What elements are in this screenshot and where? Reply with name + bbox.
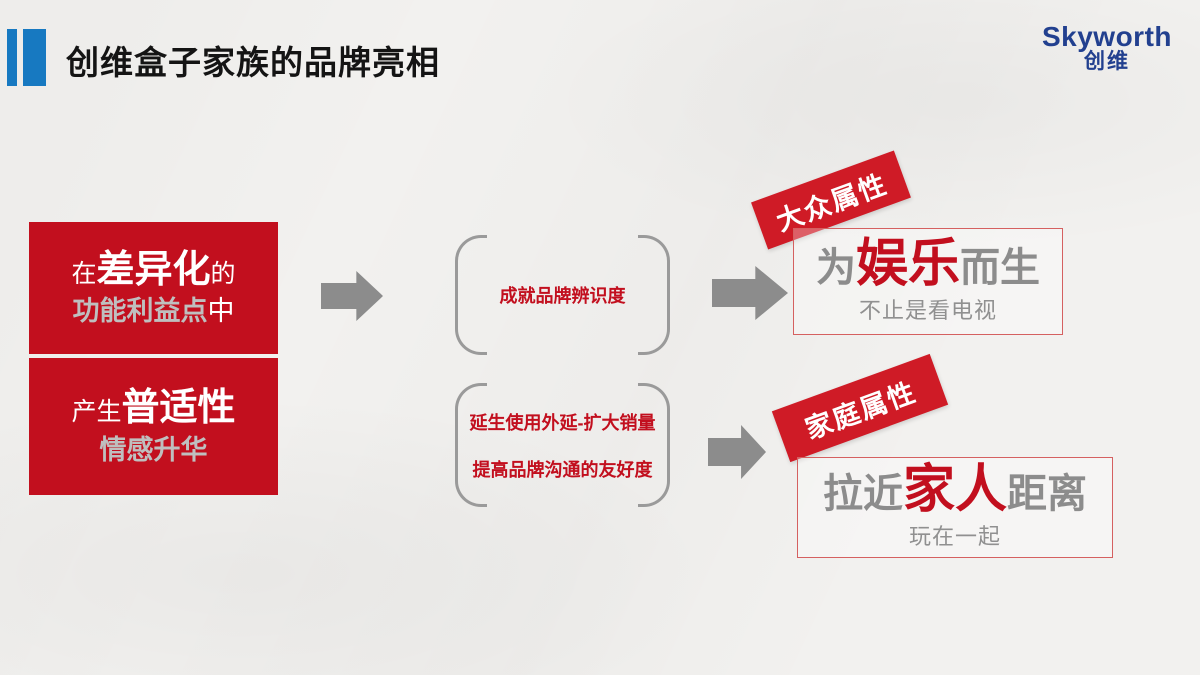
result-box-family: 拉近家人距离 玩在一起 — [797, 457, 1113, 558]
result-1-prefix: 为 — [815, 246, 856, 290]
right-arrow-icon — [712, 266, 788, 320]
cause-2-keyword: 普适性 — [121, 387, 236, 430]
result-2-prefix: 拉近 — [822, 472, 903, 516]
bridge-text-2-line-1: 延生使用外延-扩大销量 — [469, 412, 656, 433]
bracket-left-glyph — [455, 383, 487, 507]
right-arrow-icon — [708, 425, 766, 479]
result-1-headline: 为娱乐而生 — [816, 238, 1040, 290]
cause-2-prefix: 产生 — [71, 398, 122, 427]
bridge-bracket-1: 成就品牌辨识度 — [455, 235, 670, 355]
cause-1-suffix: 的 — [210, 259, 236, 288]
bracket-right-glyph — [638, 235, 670, 355]
result-1-subtitle: 不止是看电视 — [858, 298, 997, 323]
result-1-suffix: 而生 — [960, 246, 1040, 290]
bracket-left-glyph — [455, 235, 487, 355]
page-title: 创维盒子家族的品牌亮相 — [66, 44, 440, 81]
cause-1-line2-suffix: 中 — [207, 296, 235, 327]
skyworth-logo: Skyworth 创维 — [1042, 22, 1172, 73]
cause-box-1-line-2: 功能利益点中 — [73, 296, 235, 327]
cause-box-differentiation: 在差异化的 功能利益点中 — [29, 222, 278, 354]
bridge-text-2-line-2: 提高品牌沟通的友好度 — [472, 459, 653, 480]
cause-box-2-line-1: 产生普适性 — [71, 387, 235, 431]
result-2-subtitle: 玩在一起 — [908, 524, 1001, 549]
right-arrow-icon — [321, 271, 383, 321]
logo-wordmark-cn: 创维 — [1083, 50, 1130, 74]
bridge-bracket-2: 延生使用外延-扩大销量 提高品牌沟通的友好度 — [455, 383, 670, 507]
cause-1-line2-em: 功能利益点 — [72, 296, 208, 327]
result-2-keyword: 家人 — [902, 461, 1007, 519]
cause-box-universality: 产生普适性 情感升华 — [29, 358, 278, 495]
tag-family-attribute: 家庭属性 — [771, 353, 949, 463]
cause-box-1-line-1: 在差异化的 — [71, 249, 235, 293]
cause-box-2-line-2: 情感升华 — [99, 434, 208, 465]
header-accent-bar-small — [7, 29, 17, 86]
result-box-entertainment: 为娱乐而生 不止是看电视 — [793, 228, 1063, 335]
result-2-suffix: 距离 — [1007, 472, 1087, 516]
header-accent-bar-large — [23, 29, 46, 86]
result-1-keyword: 娱乐 — [855, 235, 960, 293]
cause-1-keyword: 差异化 — [96, 248, 211, 291]
cause-1-prefix: 在 — [71, 259, 97, 288]
logo-wordmark-en: Skyworth — [1041, 21, 1172, 52]
result-2-headline: 拉近家人距离 — [823, 464, 1087, 516]
bridge-text-1: 成就品牌辨识度 — [499, 286, 626, 306]
bracket-right-glyph — [638, 383, 670, 507]
